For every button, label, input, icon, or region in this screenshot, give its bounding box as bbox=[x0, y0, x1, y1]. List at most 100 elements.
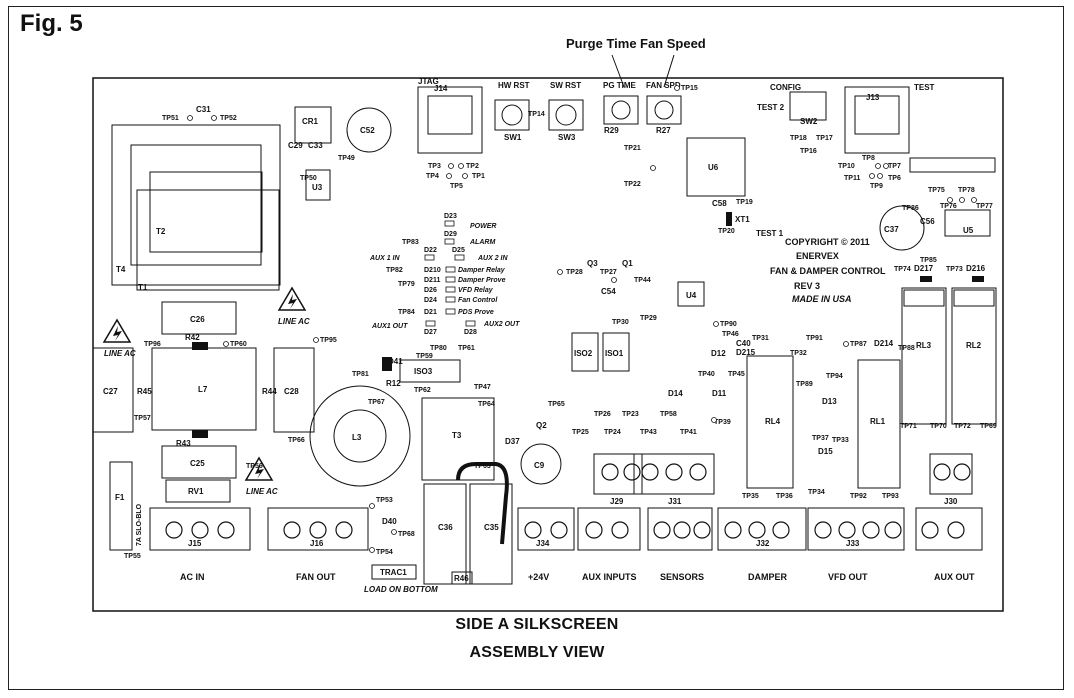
testpoint-label: TP80 bbox=[430, 345, 447, 352]
damper-prove-led-label: Damper Prove bbox=[458, 277, 506, 284]
config-label: CONFIG bbox=[770, 83, 801, 92]
testpoint-label: TP44 bbox=[634, 277, 651, 284]
d217-label: D217 bbox=[914, 264, 934, 273]
r42-label: R42 bbox=[185, 333, 200, 342]
q3-label: Q3 bbox=[587, 259, 598, 268]
l3-inner bbox=[333, 409, 387, 463]
testpoint-label: TP1 bbox=[472, 173, 485, 180]
testpoint-label: TP75 bbox=[928, 187, 945, 194]
u3-label: U3 bbox=[312, 183, 323, 192]
testpoint-label: TP5 bbox=[450, 183, 463, 190]
c25-label: C25 bbox=[190, 459, 205, 468]
testpoint-label: TP83 bbox=[402, 239, 419, 246]
l3-outer bbox=[309, 385, 411, 487]
testpoint-label: TP77 bbox=[976, 203, 993, 210]
c37-body bbox=[879, 205, 925, 251]
r46-body bbox=[451, 571, 473, 585]
led-pads bbox=[424, 220, 476, 327]
rl3-cap bbox=[903, 289, 945, 307]
testpoint-label: TP56 bbox=[246, 463, 263, 470]
fan-out-label: FAN OUT bbox=[296, 572, 336, 582]
trac1-label: TRAC1 bbox=[380, 568, 407, 577]
testpoint-label: TP32 bbox=[790, 350, 807, 357]
j30-body bbox=[929, 453, 973, 495]
d14-label: D14 bbox=[668, 389, 683, 398]
sw3-button bbox=[555, 104, 577, 126]
testpoint-label: TP90 bbox=[720, 321, 737, 328]
aux-out-body bbox=[915, 507, 983, 551]
c56-label: C56 bbox=[920, 217, 935, 226]
test2-label: TEST 2 bbox=[757, 103, 785, 112]
j15-body bbox=[149, 507, 251, 551]
r29-knob bbox=[611, 100, 631, 120]
sw3-body bbox=[548, 99, 584, 131]
l7-label: L7 bbox=[198, 385, 208, 394]
testpoint-label: TP29 bbox=[640, 315, 657, 322]
testpoint-label: TP87 bbox=[850, 341, 867, 348]
fuse-rating-label: 7A SLO-BLO bbox=[136, 503, 143, 546]
d25-label: D25 bbox=[452, 247, 465, 254]
aux2-in-led-label: AUX 2 IN bbox=[477, 255, 509, 262]
j34-body bbox=[517, 507, 575, 551]
rl3-body bbox=[901, 287, 947, 425]
c33-label: C33 bbox=[308, 141, 323, 150]
r46-label: R46 bbox=[454, 574, 469, 583]
r29-label: R29 bbox=[604, 126, 619, 135]
f1-body bbox=[109, 461, 133, 551]
load-on-bottom-label: LOAD ON BOTTOM bbox=[364, 585, 438, 594]
d215-label: D215 bbox=[736, 348, 756, 357]
r44-label: R44 bbox=[262, 387, 277, 396]
lightning-icon bbox=[255, 464, 264, 479]
q1-label: Q1 bbox=[622, 259, 633, 268]
testpoint-label: TP94 bbox=[826, 373, 843, 380]
testpoint-label: TP53 bbox=[376, 497, 393, 504]
sw3-label: SW3 bbox=[558, 133, 576, 142]
testpoint-label: TP19 bbox=[736, 199, 753, 206]
brand-text: ENERVEX bbox=[796, 251, 839, 261]
c25-body bbox=[161, 445, 237, 479]
d26-label: D26 bbox=[424, 287, 437, 294]
testpoint-label: TP85 bbox=[920, 257, 937, 264]
d21-label: D21 bbox=[424, 309, 437, 316]
r12-label: R12 bbox=[386, 379, 401, 388]
testpoint-label: TP46 bbox=[722, 331, 739, 338]
testpoint-label: TP28 bbox=[566, 269, 583, 276]
sw2-body bbox=[789, 91, 827, 121]
d24-label: D24 bbox=[424, 297, 437, 304]
sw1-button bbox=[501, 104, 523, 126]
j16-body bbox=[267, 507, 369, 551]
testpoint-label: TP96 bbox=[144, 341, 161, 348]
d41-label: D41 bbox=[388, 357, 403, 366]
lightning-icon bbox=[113, 326, 122, 341]
sensors-label: SENSORS bbox=[660, 572, 704, 582]
aux2-out-led-label: AUX2 OUT bbox=[483, 321, 520, 328]
rl1-body bbox=[857, 359, 901, 489]
testpoint-label: TP31 bbox=[752, 335, 769, 342]
testpoint-label: TP86 bbox=[902, 205, 919, 212]
testpoint-label: TP62 bbox=[414, 387, 431, 394]
j32-body bbox=[717, 507, 807, 551]
alarm-led-label: ALARM bbox=[469, 239, 495, 246]
testpoint-label: TP63 bbox=[474, 463, 491, 470]
d27-label: D27 bbox=[424, 329, 437, 336]
purge-time-callout: Purge Time bbox=[566, 36, 637, 51]
rl2-label: RL2 bbox=[966, 341, 982, 350]
iso1-body bbox=[602, 332, 630, 372]
testpoint-label: TP71 bbox=[900, 423, 917, 430]
testpoint-label: TP4 bbox=[426, 173, 439, 180]
aux-out-label: AUX OUT bbox=[934, 572, 975, 582]
j16-label: J16 bbox=[310, 539, 324, 548]
t1-outline bbox=[136, 189, 280, 291]
j32-label: J32 bbox=[756, 539, 770, 548]
testpoint-label: TP18 bbox=[790, 135, 807, 142]
t4-outline bbox=[111, 124, 281, 286]
rv1-body bbox=[165, 479, 231, 503]
testpoint-label: TP82 bbox=[386, 267, 403, 274]
sensors-body bbox=[647, 507, 713, 551]
jtag-label: JTAG bbox=[418, 77, 439, 86]
d15-label: D15 bbox=[818, 447, 833, 456]
testpoint-label: TP84 bbox=[398, 309, 415, 316]
t2-label: T2 bbox=[156, 227, 166, 236]
testpoint-label: TP66 bbox=[288, 437, 305, 444]
testpoint-label: TP3 bbox=[428, 163, 441, 170]
